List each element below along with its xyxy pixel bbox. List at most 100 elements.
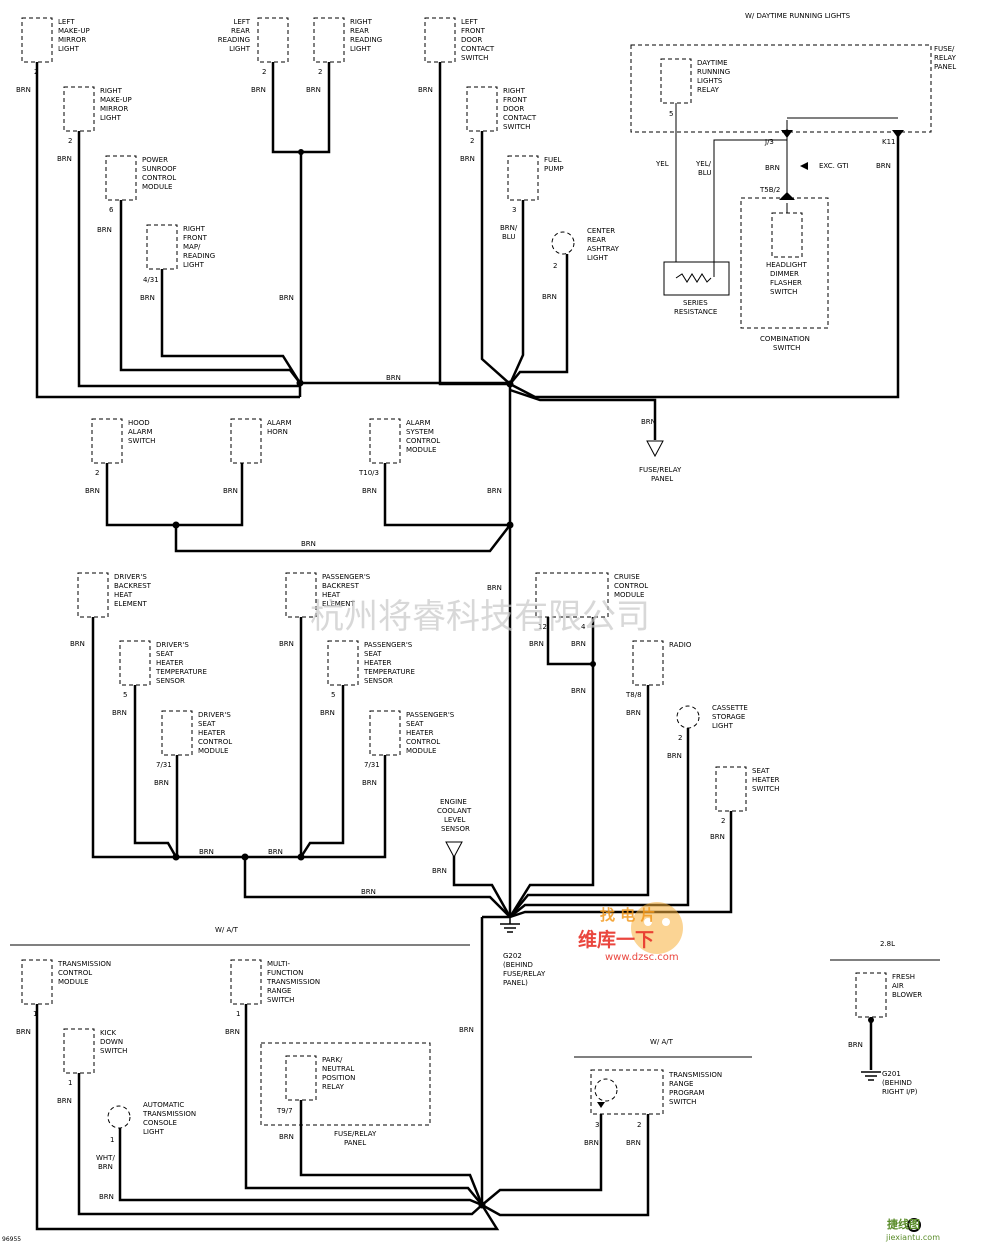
wire-cassette-light: [509, 728, 690, 918]
wire-to-fuse-relay-panel-ground: [509, 388, 657, 440]
wire-color-yel-blu: YEL/BLU: [695, 160, 712, 177]
pin-alarm-module: T10/3: [358, 469, 379, 477]
label-wa-t-right: W/ A/T: [650, 1038, 674, 1046]
right-front-door-contact-switch-box: [466, 86, 498, 132]
wire-ashtray-light: [509, 254, 569, 385]
wire-color-console-bus: BRN: [99, 1193, 114, 1201]
daytime-running-lights-relay-box: [660, 58, 692, 104]
wiring: [10, 62, 940, 1231]
fresh-air-blower-box: [855, 972, 887, 1018]
junction-node: [241, 853, 249, 861]
wire-color-console-light: WHT/BRN: [96, 1154, 115, 1171]
wire-color-multi-function: BRN: [225, 1028, 240, 1036]
site-url-watermark: www.dzsc.com: [605, 952, 679, 963]
wire-color-right-front-door: BRN: [460, 155, 475, 163]
wire-fuse-relay-k11: [509, 132, 900, 399]
footer-logo-text: 捷线图: [887, 1217, 920, 1231]
pin-right-front-door: 2: [470, 137, 474, 145]
junction-node: [506, 521, 514, 529]
arrow-down-icon: [781, 130, 793, 138]
pin-park-neutral: T9/7: [276, 1107, 293, 1115]
pin-drivers-temp: 5: [123, 691, 127, 699]
pin-trps-3: 3: [595, 1121, 599, 1129]
watermarks: 杭州将睿科技有限公司 找 电 片 维库一下 www.dzsc.com 捷线图 j…: [310, 597, 940, 1242]
wire-color-left-rear: BRN: [251, 86, 266, 94]
wire-passengers-temp-sensor: [299, 685, 345, 858]
label-exc-gti: EXC. GTI: [819, 162, 849, 170]
right-rear-reading-light-box: [313, 17, 345, 63]
seat-heater-switch-box: [715, 766, 747, 812]
multi-function-transmission-range-switch-box: [230, 959, 262, 1005]
pin-seat-heater-switch: 2: [721, 817, 725, 825]
pin-map-light: 4/31: [143, 276, 159, 284]
wire-right-makeup-mirror-light: [77, 131, 300, 388]
pin-right-makeup: 2: [68, 137, 72, 145]
transmission-range-program-switch-bulb: [594, 1078, 618, 1102]
series-resistance-box: [663, 261, 730, 296]
wire-trps-3: [481, 1114, 603, 1206]
drivers-seat-heater-temperature-sensor-box: [119, 640, 151, 686]
passengers-backrest-heat-element-box: [285, 572, 317, 618]
junction-node: [296, 379, 304, 387]
wire-color-kick-down: BRN: [57, 1097, 72, 1105]
pin-trps-2: 2: [637, 1121, 641, 1129]
wire-color-trunk-mid: BRN: [487, 487, 502, 495]
wire-color-right-makeup: BRN: [57, 155, 72, 163]
junction-node: [506, 380, 514, 388]
wire-color-radio: BRN: [626, 709, 641, 717]
kick-down-switch-box: [63, 1028, 95, 1074]
pin-sunroof: 6: [109, 206, 114, 214]
pin-drivers-control: 7/31: [156, 761, 172, 769]
figure-id: 96955: [2, 1236, 21, 1243]
wire-left-makeup-mirror-light: [35, 62, 300, 399]
right-front-map-reading-light-box: [146, 224, 178, 270]
pin-j3: J/3: [764, 138, 774, 146]
fuse-relay-panel-ground-icon: [646, 440, 664, 458]
label-radio: RADIO: [669, 641, 692, 649]
wire-color-yel: YEL: [655, 160, 669, 168]
ground-symbols: [445, 130, 904, 1108]
pin-left-rear: 2: [262, 68, 266, 76]
wire-color-map-light: BRN: [140, 294, 155, 302]
wire-color-cruise-12: BRN: [529, 640, 544, 648]
label-wa-t-left: W/ A/T: [215, 926, 239, 934]
junction-node: [172, 521, 180, 529]
pin-tcm: 1: [33, 1010, 37, 1018]
pin-cruise-12: 12: [538, 623, 547, 631]
footer-logo-icon: [907, 1218, 921, 1232]
passengers-seat-heater-control-module-box: [369, 710, 401, 756]
pin-console-light: 1: [110, 1136, 114, 1144]
label-2-8l: 2.8L: [880, 940, 895, 948]
alarm-horn-box: [230, 418, 262, 464]
wire-color-j3: BRN: [765, 164, 780, 172]
wire-color-trps-3: BRN: [584, 1139, 599, 1147]
mascot-icon: [631, 902, 683, 954]
wire-color-passengers-control: BRN: [362, 779, 377, 787]
automatic-transmission-console-light-bulb: [107, 1105, 131, 1129]
wire-cruise-to-ground: [508, 664, 595, 918]
company-watermark: 杭州将睿科技有限公司: [310, 597, 650, 637]
wire-radio: [509, 685, 650, 918]
wire-color-cruise-4: BRN: [571, 640, 586, 648]
g202-ground-icon: [500, 917, 520, 933]
series-resistance-zigzag: [675, 273, 712, 283]
pin-multi-function: 1: [236, 1010, 240, 1018]
wire-color-g202-lower: BRN: [459, 1026, 474, 1034]
junction-node: [868, 1017, 874, 1023]
